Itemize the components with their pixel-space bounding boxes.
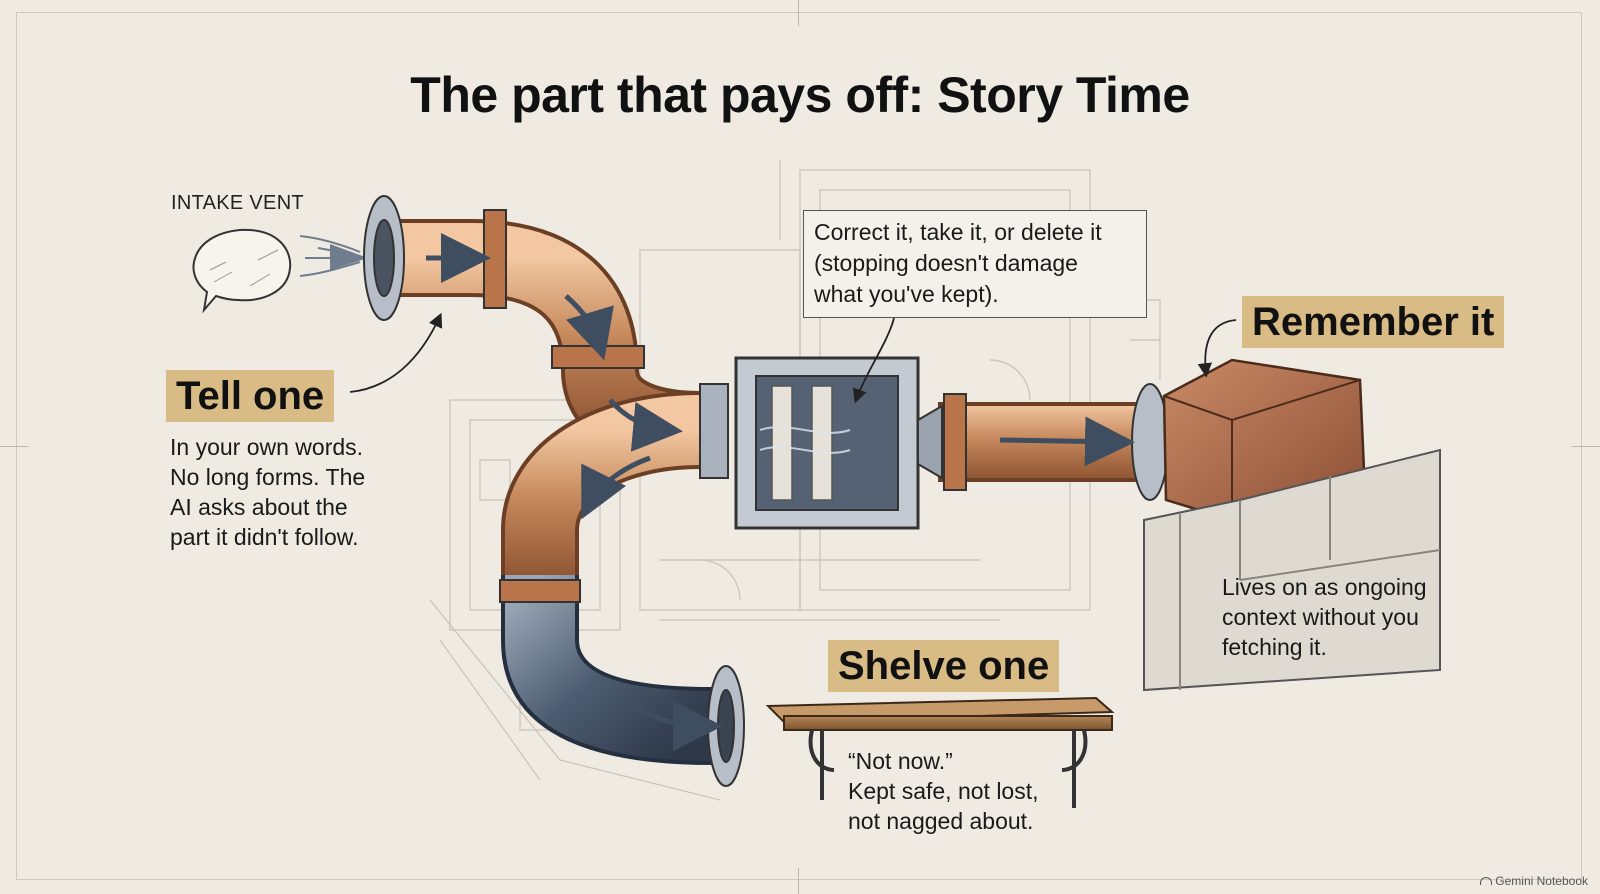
tell-one-caption: In your own words. No long forms. The AI… [170, 432, 365, 552]
registration-mark-bottom [798, 868, 799, 894]
caption-line: not nagged about. [848, 808, 1034, 834]
registration-mark-right [1572, 446, 1600, 447]
caption-line: “Not now.” [848, 748, 953, 774]
filter-callout: Correct it, take it, or delete it (stopp… [803, 210, 1147, 318]
flow-arrow-icon [330, 244, 368, 270]
brand-watermark: Gemini Notebook [1480, 874, 1588, 888]
shelf-icon [765, 696, 1115, 808]
caption-line: Kept safe, not lost, [848, 778, 1039, 804]
remember-it-tag: Remember it [1242, 296, 1505, 348]
speech-bubble-icon [192, 228, 292, 314]
filter-housing-icon [734, 356, 943, 530]
remember-it-caption: Lives on as ongoing context without you … [1222, 572, 1427, 662]
callout-line: what you've kept). [814, 281, 999, 307]
brand-name: Gemini Notebook [1495, 874, 1588, 888]
caption-line: In your own words. [170, 434, 364, 460]
brand-logo-icon [1480, 877, 1493, 885]
registration-mark-top [798, 0, 799, 26]
shelve-one-caption: “Not now.” Kept safe, not lost, not nagg… [848, 746, 1039, 836]
caption-line: AI asks about the [170, 494, 348, 520]
callout-line: (stopping doesn't damage [814, 250, 1078, 276]
page-title: The part that pays off: Story Time [410, 67, 1190, 123]
caption-line: part it didn't follow. [170, 524, 359, 550]
caption-line: Lives on as ongoing [1222, 574, 1427, 600]
caption-line: No long forms. The [170, 464, 366, 490]
registration-mark-left [0, 446, 28, 447]
caption-line: fetching it. [1222, 634, 1327, 660]
caption-line: context without you [1222, 604, 1419, 630]
cinder-block-wall [1143, 448, 1441, 692]
callout-line: Correct it, take it, or delete it [814, 219, 1102, 245]
intake-vent-label: INTAKE VENT [171, 192, 304, 214]
tell-one-tag: Tell one [166, 370, 335, 422]
shelve-one-tag: Shelve one [828, 640, 1060, 692]
pointer-arrows [349, 312, 1237, 404]
